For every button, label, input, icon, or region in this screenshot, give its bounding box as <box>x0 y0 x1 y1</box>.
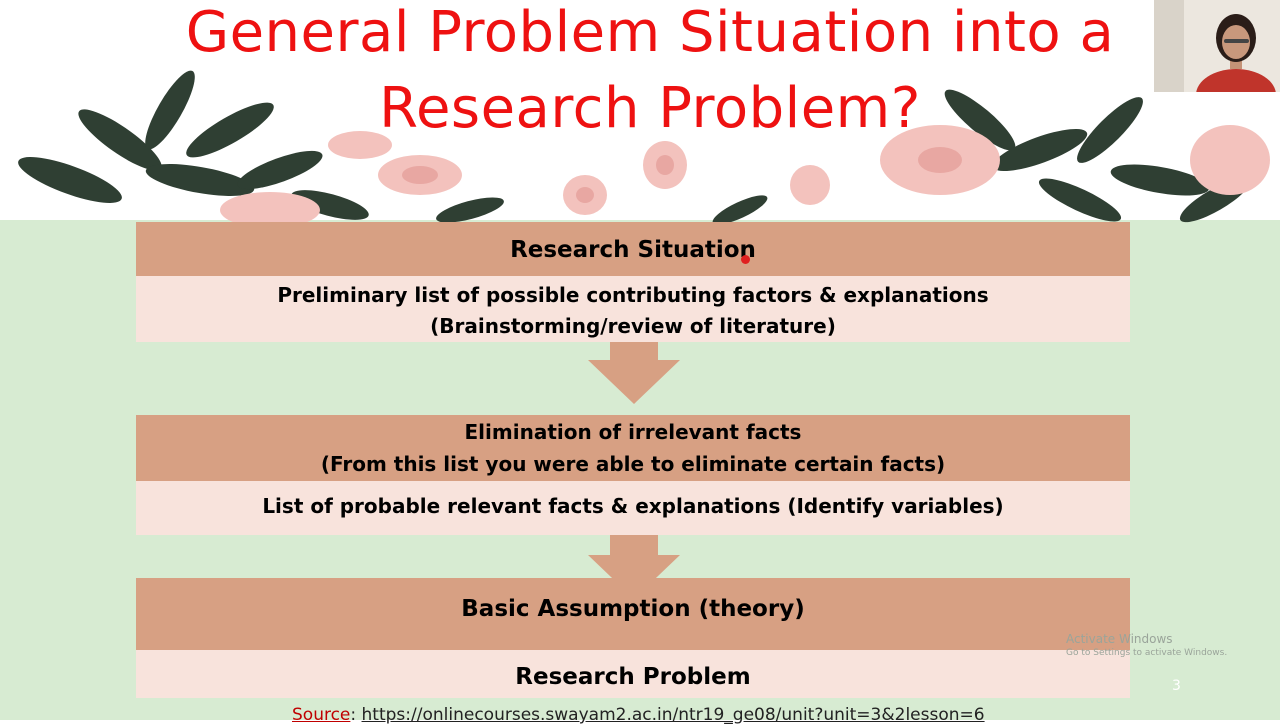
step2-header-line-2: (From this list you were able to elimina… <box>320 452 946 476</box>
slide-title-line-1: General Problem Situation into a <box>185 0 1115 65</box>
watermark-line-1: Activate Windows <box>1066 632 1173 646</box>
step1-body-line-2: (Brainstorming/review of literature) <box>430 314 836 338</box>
step-research-situation: Research Situation Preliminary list of p… <box>136 222 1130 342</box>
source-label: Source <box>292 705 351 725</box>
step-header: Basic Assumption (theory) <box>136 578 1130 650</box>
step-elimination: Elimination of irrelevant facts (From th… <box>136 415 1130 535</box>
research-situation-heading: Research Situation <box>510 237 756 263</box>
step-header: Research Situation <box>136 222 1130 276</box>
slide-title-line-2: Research Problem? <box>379 76 921 141</box>
step1-body-line-1: Preliminary list of possible contributin… <box>277 283 989 307</box>
floral-decoration <box>18 70 1270 225</box>
step-basic-assumption: Basic Assumption (theory) Research Probl… <box>136 578 1130 698</box>
source-link[interactable]: https://onlinecourses.swayam2.ac.in/ntr1… <box>361 705 985 725</box>
step-body: Research Problem <box>136 650 1130 698</box>
activation-watermark: Activate Windows Go to Settings to activ… <box>1066 632 1227 658</box>
presenter-avatar-icon <box>1154 0 1280 92</box>
slide-page-number: 3 <box>1172 678 1181 694</box>
source-citation: Source: https://onlinecourses.swayam2.ac… <box>292 705 985 725</box>
watermark-line-2: Go to Settings to activate Windows. <box>1066 648 1228 658</box>
down-arrow-icon <box>588 342 680 404</box>
presenter-webcam <box>1154 0 1280 92</box>
basic-assumption-heading: Basic Assumption (theory) <box>461 596 805 622</box>
laser-pointer <box>741 255 750 264</box>
step-body: Preliminary list of possible contributin… <box>136 276 1130 342</box>
step2-header-line-1: Elimination of irrelevant facts <box>464 420 802 444</box>
step-body: List of probable relevant facts & explan… <box>136 481 1130 535</box>
step2-body: List of probable relevant facts & explan… <box>262 494 1004 518</box>
down-arrow-icon <box>588 535 680 599</box>
research-problem-label: Research Problem <box>515 664 751 690</box>
step-header: Elimination of irrelevant facts (From th… <box>136 415 1130 481</box>
